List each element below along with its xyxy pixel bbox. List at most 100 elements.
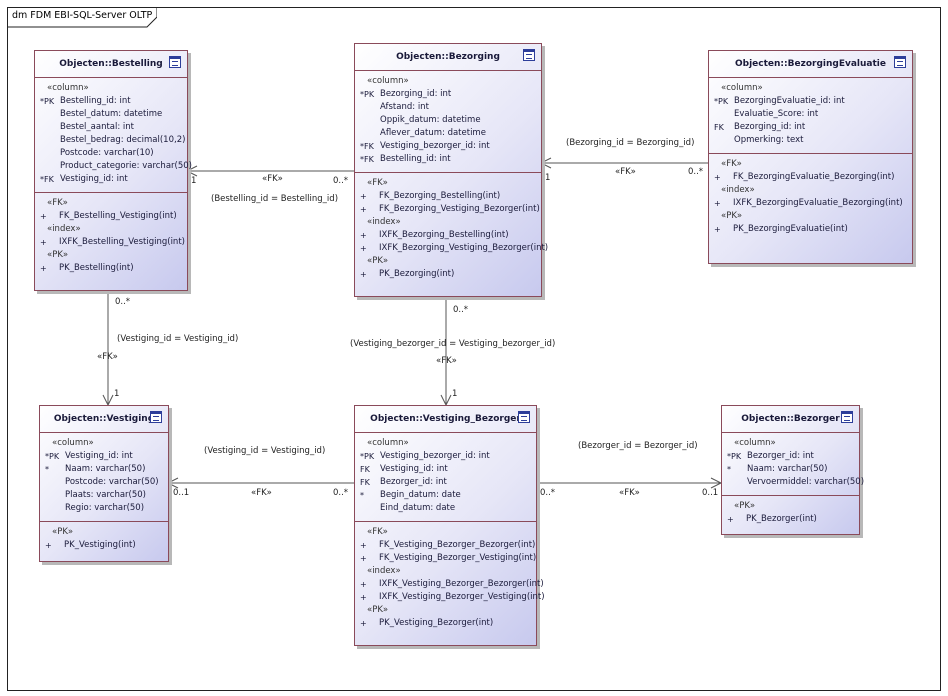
operation-name: IXFK_BezorgingEvaluatie_Bezorging(int)	[733, 198, 903, 208]
operation-name: FK_Vestiging_Bezorger_Vestiging(int)	[379, 553, 537, 563]
operation-row[interactable]: +IXFK_Vestiging_Bezorger_Vestiging(int)	[355, 591, 545, 604]
operation-row[interactable]: +PK_Bezorging(int)	[355, 268, 541, 281]
column-row[interactable]: Bestel_aantal: int	[35, 121, 187, 134]
visibility-marker: +	[360, 554, 367, 563]
relation-multiplicity-from: 0..*	[333, 176, 349, 186]
operation-stereotype: «index»	[47, 224, 81, 234]
column-key-marker: FK	[360, 478, 370, 487]
operation-stereotype: «index»	[367, 217, 401, 227]
operation-row[interactable]: +IXFK_Bestelling_Vestiging(int)	[35, 236, 187, 249]
operation-row[interactable]: +FK_Bezorging_Bestelling(int)	[355, 190, 541, 203]
column-row[interactable]: *Naam: varchar(50)	[40, 463, 168, 476]
relation-join-label: (Vestiging_id = Vestiging_id)	[117, 334, 239, 344]
column-row[interactable]: *Begin_datum: date	[355, 489, 536, 502]
column-definition: Bestelling_id: int	[380, 154, 451, 164]
table-icon	[169, 56, 181, 68]
column-stereotype: «column»	[721, 83, 763, 93]
column-row[interactable]: Aflever_datum: datetime	[355, 127, 541, 140]
operation-row[interactable]: +FK_Vestiging_Bezorger_Bezorger(int)	[355, 539, 536, 552]
operation-row[interactable]: +FK_Bestelling_Vestiging(int)	[35, 210, 187, 223]
operation-section: «FK»+FK_BezorgingEvaluatie_Bezorging(int…	[709, 154, 912, 242]
operation-stereotype: «FK»	[367, 527, 388, 537]
operation-section: «FK»+FK_Bezorging_Bestelling(int)+FK_Bez…	[355, 173, 548, 287]
operation-row[interactable]: +IXFK_BezorgingEvaluatie_Bezorging(int)	[709, 197, 912, 210]
entity-title: Objecten::Bezorging	[396, 52, 500, 62]
entity-title: Objecten::Vestiging	[53, 414, 155, 424]
column-stereotype: «column»	[47, 83, 89, 93]
column-row[interactable]: Plaats: varchar(50)	[40, 489, 168, 502]
table-icon	[518, 411, 530, 423]
column-row[interactable]: Product_categorie: varchar(50)	[35, 160, 192, 173]
operation-row[interactable]: +IXFK_Bezorging_Vestiging_Bezorger(int)	[355, 242, 548, 255]
visibility-marker: +	[360, 270, 367, 279]
column-row[interactable]: Postcode: varchar(50)	[40, 476, 168, 489]
operation-row[interactable]: +IXFK_Vestiging_Bezorger_Bezorger(int)	[355, 578, 544, 591]
operation-name: PK_Vestiging(int)	[64, 540, 136, 550]
operation-row[interactable]: +IXFK_Bezorging_Bestelling(int)	[355, 229, 541, 242]
entity-header: Objecten::Bestelling	[35, 51, 187, 78]
column-row[interactable]: Regio: varchar(50)	[40, 502, 168, 515]
column-row[interactable]: Bestel_bedrag: decimal(10,2)	[35, 134, 187, 147]
column-row[interactable]: Evaluatie_Score: int	[709, 108, 912, 121]
entity-header: Objecten::Bezorging	[355, 44, 541, 71]
relation-stereotype-label: «FK»	[251, 488, 272, 498]
visibility-marker: +	[360, 244, 367, 253]
relation-multiplicity-from: 0..*	[453, 305, 469, 315]
operation-row[interactable]: +FK_BezorgingEvaluatie_Bezorging(int)	[709, 171, 912, 184]
column-key-marker: *PK	[45, 452, 60, 461]
table-icon	[841, 411, 853, 423]
operation-row[interactable]: +PK_Bezorger(int)	[722, 513, 859, 526]
column-row[interactable]: *Naam: varchar(50)	[722, 463, 859, 476]
column-definition: Bezorging_id: int	[380, 89, 452, 99]
column-definition: Plaats: varchar(50)	[65, 490, 146, 500]
column-row[interactable]: Vervoermiddel: varchar(50)	[722, 476, 864, 489]
operation-name: IXFK_Bezorging_Bestelling(int)	[379, 230, 509, 240]
column-key-marker: *PK	[40, 97, 55, 106]
operation-row[interactable]: + FK_Vestiging_Bezorger_Vestiging(int)	[355, 552, 536, 565]
entity-header: Objecten::BezorgingEvaluatie	[709, 51, 912, 78]
operation-row[interactable]: +PK_BezorgingEvaluatie(int)	[709, 223, 912, 236]
column-definition: Vestiging_id: int	[380, 464, 448, 474]
operation-row[interactable]: +PK_Bestelling(int)	[35, 262, 187, 275]
column-row[interactable]: Postcode: varchar(10)	[35, 147, 187, 160]
column-definition: Vestiging_bezorger_id: int	[380, 141, 490, 151]
column-definition: Eind_datum: date	[380, 503, 456, 513]
column-definition: Evaluatie_Score: int	[734, 109, 819, 119]
relation-stereotype-label: «FK»	[619, 488, 640, 498]
column-row[interactable]: Opmerking: text	[709, 134, 912, 147]
column-row[interactable]: Afstand: int	[355, 101, 541, 114]
column-row[interactable]: Bestel_datum: datetime	[35, 108, 187, 121]
visibility-marker: +	[40, 264, 47, 273]
operation-section: «FK»+FK_Bestelling_Vestiging(int)«index»…	[35, 193, 187, 281]
operation-stereotype: «PK»	[367, 605, 389, 615]
column-definition: Bezorging_id: int	[734, 122, 806, 132]
operation-stereotype: «index»	[367, 566, 401, 576]
column-row[interactable]: Eind_datum: date	[355, 502, 536, 515]
visibility-marker: +	[360, 192, 367, 201]
operation-row[interactable]: +PK_Vestiging(int)	[40, 539, 168, 552]
column-definition: Bezorger_id: int	[747, 451, 814, 461]
operation-row[interactable]: +PK_Vestiging_Bezorger(int)	[355, 617, 536, 630]
column-row[interactable]: Oppik_datum: datetime	[355, 114, 541, 127]
operation-stereotype: «PK»	[721, 211, 743, 221]
column-definition: Bestel_bedrag: decimal(10,2)	[60, 135, 186, 145]
operation-row[interactable]: +FK_Bezorging_Vestiging_Bezorger(int)	[355, 203, 541, 216]
